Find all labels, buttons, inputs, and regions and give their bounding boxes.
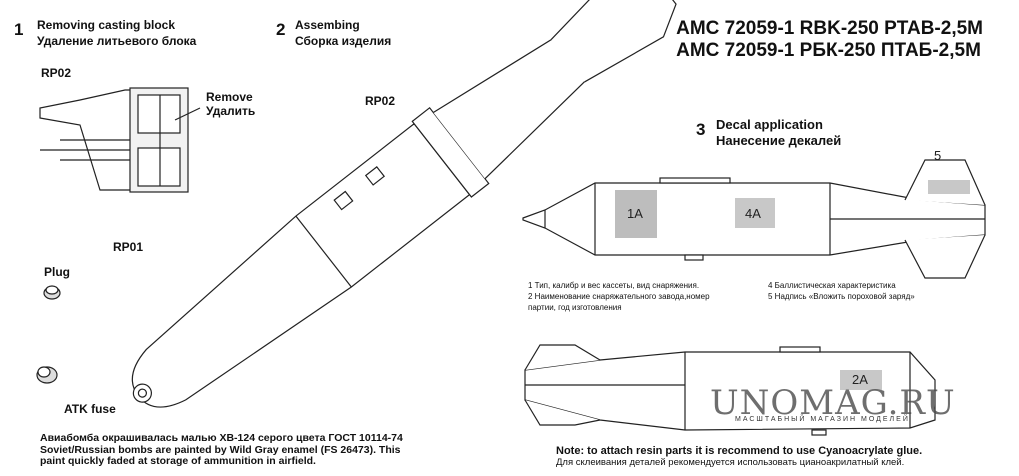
atk-fuse-part-drawing — [36, 366, 58, 384]
paint-note-en-2: paint quickly faded at storage of ammuni… — [40, 455, 316, 467]
label-atk-fuse: ATK fuse — [64, 402, 116, 416]
paint-note: Авиабомба окрашивалась малью ХВ-124 серо… — [40, 432, 403, 468]
plug-part-drawing — [43, 285, 61, 300]
step-3-en: Decal application — [716, 117, 823, 132]
decal-1a-area — [615, 190, 657, 238]
step-3-ru: Нанесение декалей — [716, 133, 842, 148]
glue-note-en: Note: to attach resin parts it is recomm… — [556, 445, 923, 457]
step-1-en: Removing casting block — [37, 18, 176, 32]
casting-block-drawing — [39, 87, 201, 193]
decal-note-4: 4 Баллистическая характеристика — [768, 281, 896, 290]
decal-1a-label: 1A — [627, 206, 643, 221]
step-3-label: Decal application Нанесение декалей — [716, 117, 841, 149]
decal-5-area — [928, 180, 970, 194]
decal-note-2: 2 Наименование снаряжательного завода,но… — [528, 292, 710, 301]
decal-2a-area — [840, 370, 882, 390]
assembly-drawing — [131, 0, 677, 408]
decal-note-1: 1 Тип, калибр и вес кассеты, вид снаряже… — [528, 281, 700, 290]
decal-note-2b: партии, год изготовления — [528, 303, 622, 312]
step-1-number: 1 — [14, 20, 24, 39]
watermark-logo: UNOMAG.RU — [710, 383, 956, 423]
title-line-latin: AMC 72059-1 RBK-250 PTAB-2,5M — [676, 18, 983, 39]
decal-4a-label: 4A — [745, 206, 761, 221]
decal-5-label: 5 — [934, 148, 942, 163]
label-rp02-assembly: RP02 — [365, 94, 396, 108]
label-plug: Plug — [44, 265, 70, 279]
step-2-number: 2 — [276, 20, 286, 39]
step-1-ru: Удаление литьевого блока — [37, 34, 197, 48]
step-2-label: Assembing Сборка изделия — [295, 17, 391, 49]
decal-notes-left: 1 Тип, калибр и вес кассеты, вид снаряже… — [528, 280, 710, 313]
decal-note-5: 5 Надпись «Вложить пороховой заряд» — [768, 292, 915, 301]
label-remove: Remove Удалить — [206, 90, 255, 118]
paint-note-ru: Авиабомба окрашивалась малью ХВ-124 серо… — [40, 432, 403, 444]
step-3-number: 3 — [696, 120, 706, 139]
label-remove-ru: Удалить — [206, 104, 256, 118]
glue-note: Note: to attach resin parts it is recomm… — [556, 445, 922, 468]
decal-notes-right: 4 Баллистическая характеристика 5 Надпис… — [768, 280, 915, 302]
page-title: AMC 72059-1 RBK-250 PTAB-2,5M AMC 72059-… — [676, 18, 983, 62]
step-2-en: Assembing — [295, 18, 360, 32]
decal-4a-area — [735, 198, 775, 228]
decal-2a-label: 2A — [852, 372, 868, 387]
decal-side-view-bottom — [524, 344, 936, 436]
label-remove-en: Remove — [206, 90, 253, 104]
label-rp02-detail: RP02 — [41, 66, 72, 80]
label-rp01: RP01 — [113, 240, 144, 254]
paint-note-en-1: Soviet/Russian bombs are painted by Wild… — [40, 443, 401, 456]
watermark-subtitle: МАСШТАБНЫЙ МАГАЗИН МОДЕЛЕЙ — [735, 416, 910, 423]
step-1-label: Removing casting block Удаление литьевог… — [37, 17, 196, 49]
step-2-ru: Сборка изделия — [295, 34, 392, 48]
title-line-cyrillic: AMC 72059-1 РБК-250 ПТАБ-2,5М — [676, 40, 981, 61]
glue-note-ru: Для склеивания деталей рекомендуется исп… — [556, 457, 905, 468]
